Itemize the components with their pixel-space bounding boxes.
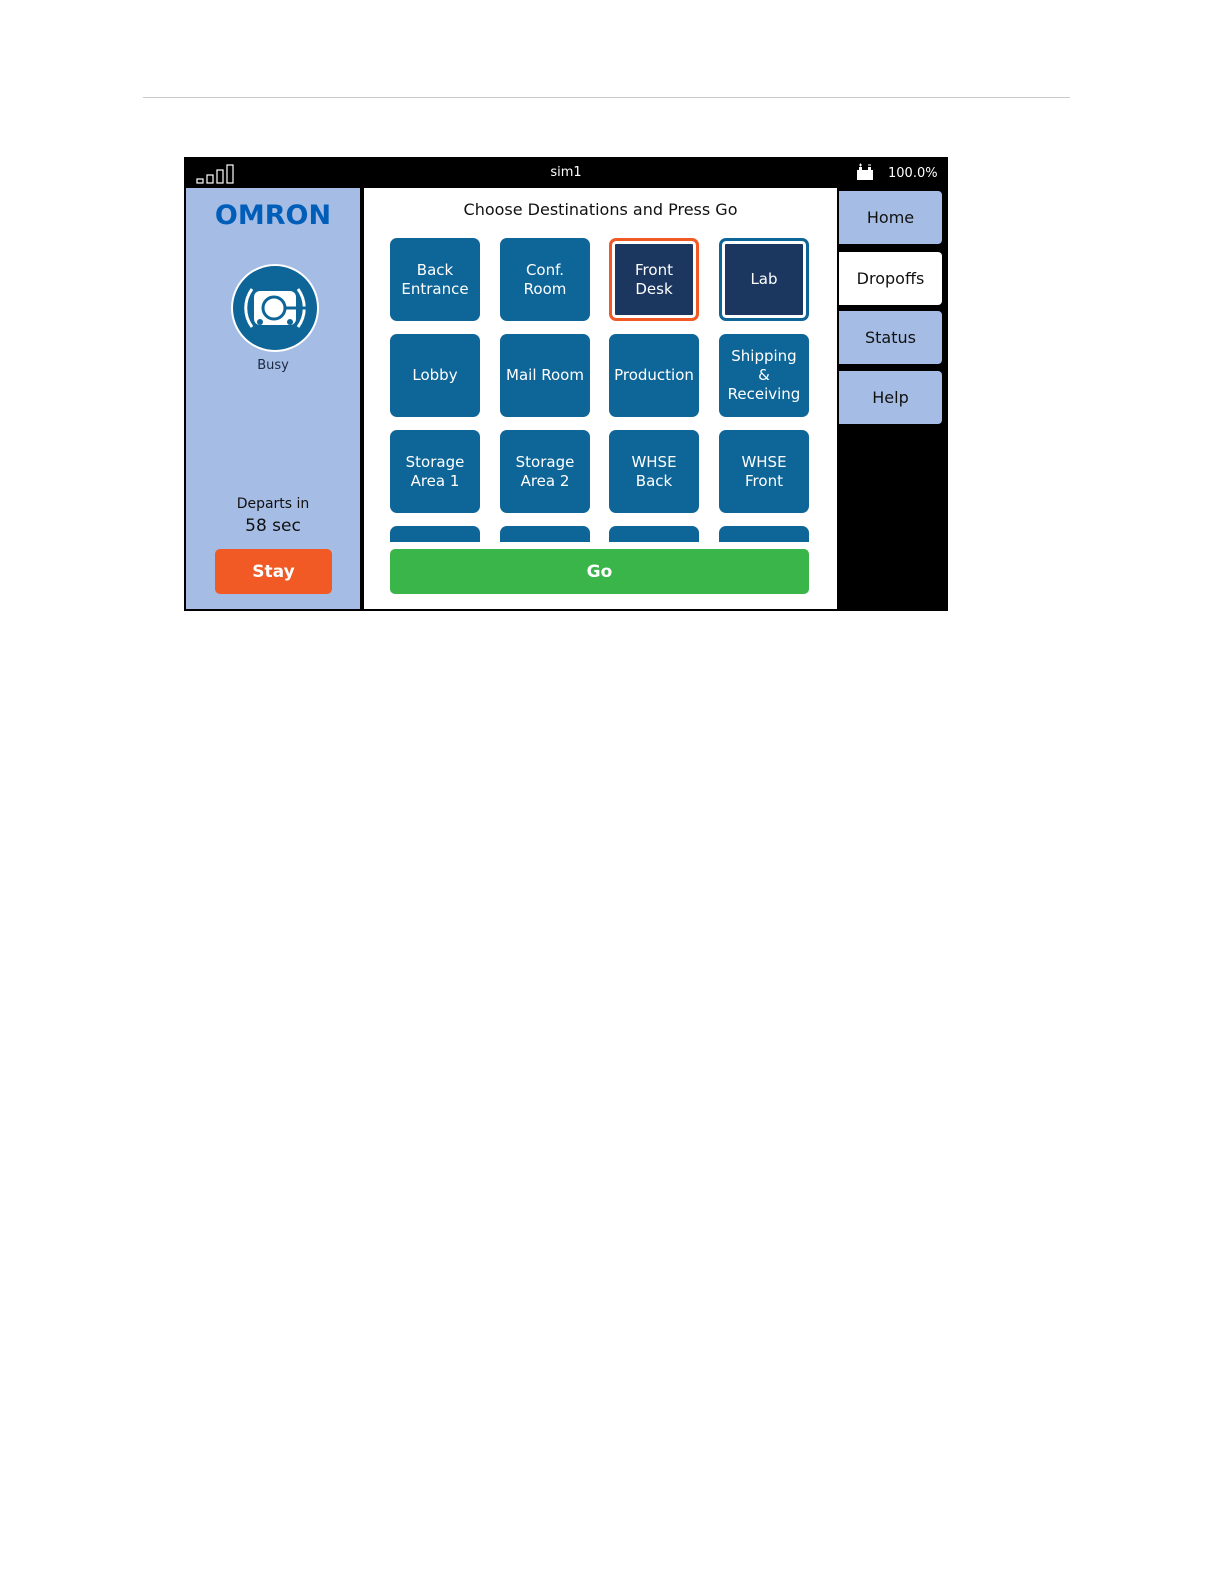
tab-status[interactable]: Status [839,311,942,364]
destination-lobby[interactable]: Lobby [390,334,480,417]
omron-logo: OMRON [186,198,360,234]
destination-shipping-receiving[interactable]: Shipping & Receiving [719,334,809,417]
svg-text:OMRON: OMRON [215,200,331,230]
destination-conf-room[interactable]: Conf. Room [500,238,590,321]
tab-dropoffs[interactable]: Dropoffs [839,252,942,305]
robot-status-panel: OMRON Busy Departs in 58 sec Stay [186,188,360,609]
robot-status-text: Busy [186,358,360,373]
destination-whse-front[interactable]: WHSE Front [719,430,809,513]
robot-touchscreen: sim1 100.0% OMRON Busy Departs in 58 sec [184,157,948,611]
status-bar: sim1 100.0% [184,157,948,188]
destination-storage-area-1[interactable]: Storage Area 1 [390,430,480,513]
destination-button-partial[interactable] [609,526,699,542]
destination-production[interactable]: Production [609,334,699,417]
destination-grid[interactable]: Back Entrance Conf. Room Front Desk Lab … [364,236,837,542]
destination-storage-area-2[interactable]: Storage Area 2 [500,430,590,513]
departs-countdown: 58 sec [186,516,360,536]
robot-icon [230,263,320,353]
tab-home[interactable]: Home [839,191,942,244]
stay-button[interactable]: Stay [215,549,332,594]
destination-button-partial[interactable] [390,526,480,542]
destination-lab[interactable]: Lab [719,238,809,321]
tab-help[interactable]: Help [839,371,942,424]
destination-whse-back[interactable]: WHSE Back [609,430,699,513]
destination-mail-room[interactable]: Mail Room [500,334,590,417]
destination-button-partial[interactable] [719,526,809,542]
destination-front-desk[interactable]: Front Desk [609,238,699,321]
page-divider [143,97,1070,98]
robot-name: sim1 [184,165,948,180]
dropoffs-panel: Choose Destinations and Press Go Back En… [364,188,837,609]
departs-label: Departs in [186,496,360,512]
destination-button-partial[interactable] [500,526,590,542]
battery-percent: 100.0% [888,166,938,181]
page-title: Choose Destinations and Press Go [364,200,837,219]
destination-back-entrance[interactable]: Back Entrance [390,238,480,321]
go-button[interactable]: Go [390,549,809,594]
battery-charging-icon [856,163,874,181]
